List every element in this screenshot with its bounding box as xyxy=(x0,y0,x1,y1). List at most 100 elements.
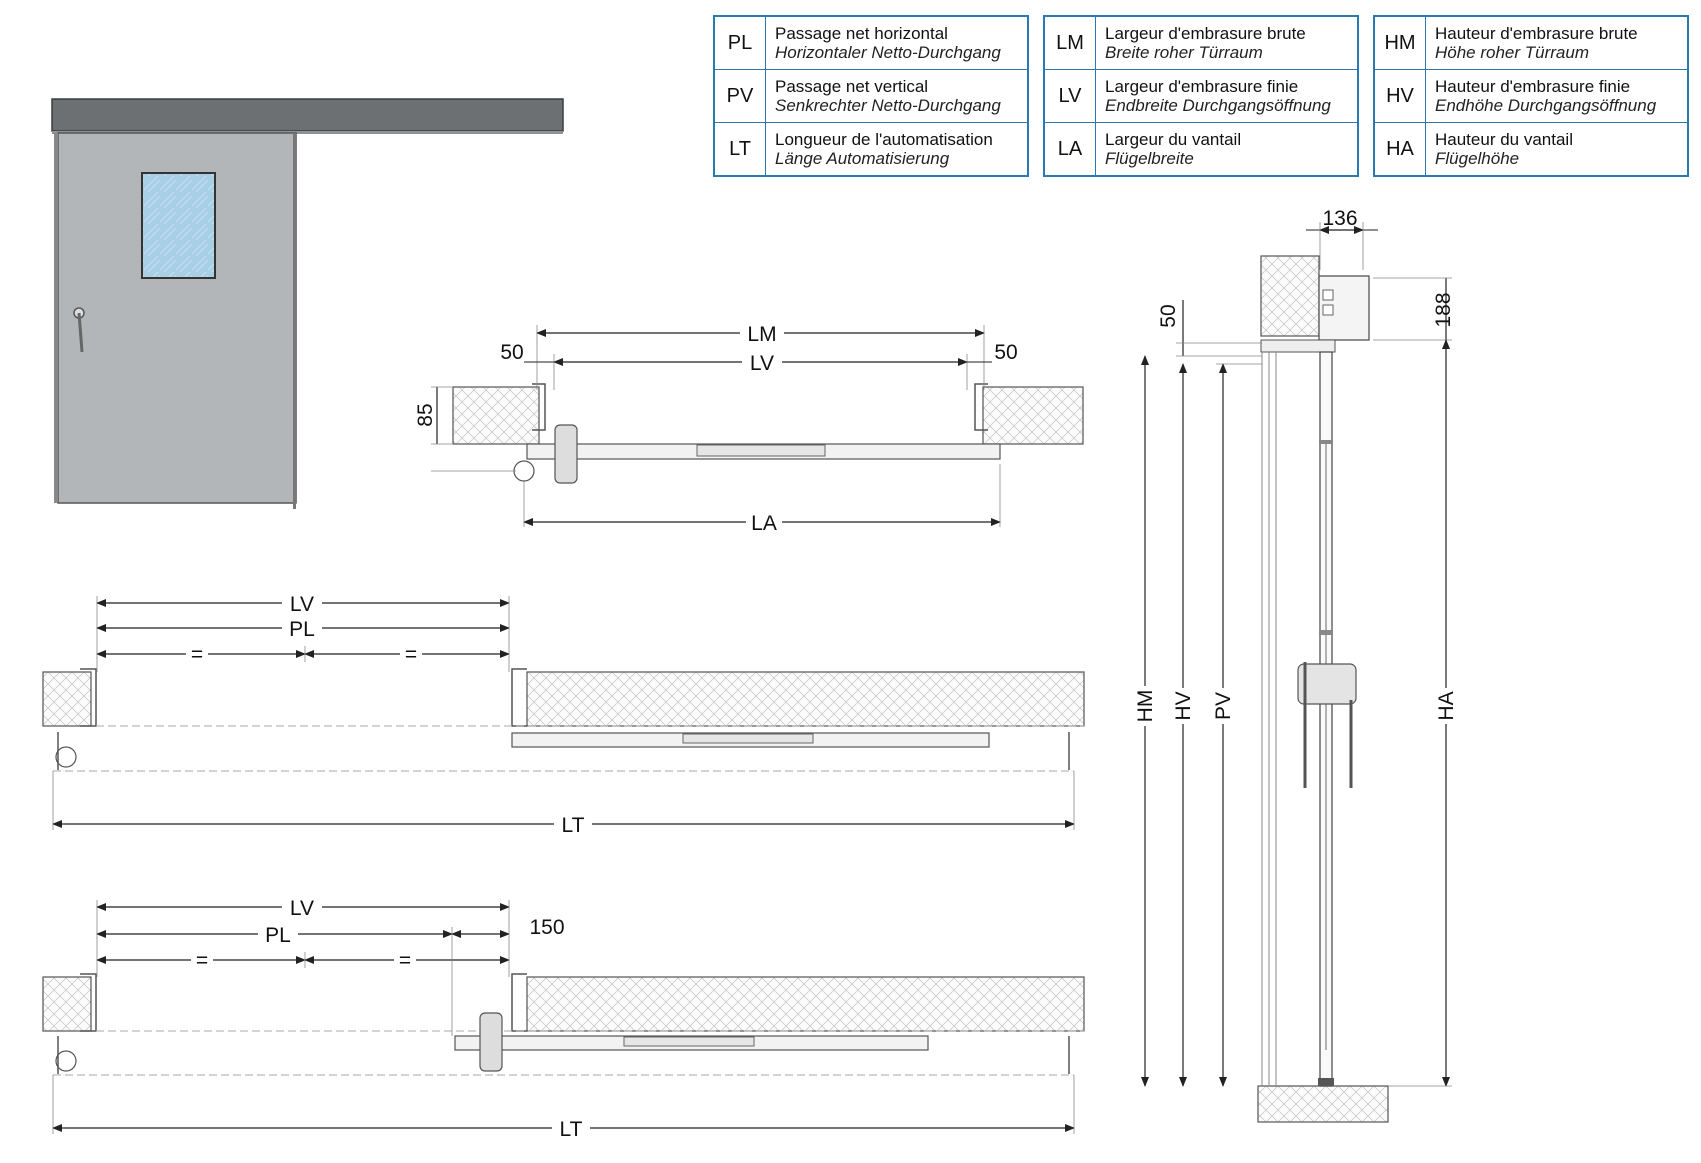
pv-label: PV xyxy=(1212,692,1235,720)
hm-label: HM xyxy=(1134,690,1157,723)
legend-de: Breite roher Türraum xyxy=(1105,43,1263,62)
ha-label: HA xyxy=(1435,691,1458,720)
legend-de: Flügelbreite xyxy=(1105,149,1194,168)
wall-left xyxy=(452,386,540,445)
legend-code: HV xyxy=(1373,69,1426,123)
lv-label: LV xyxy=(750,352,774,375)
track-rail-edge xyxy=(52,131,563,134)
plan-view-middle: LV PL = = LT xyxy=(42,588,1085,839)
gap-left-label: 50 xyxy=(500,341,523,364)
legend-fr: Hauteur du vantail xyxy=(1435,130,1573,149)
wall-right xyxy=(982,386,1084,445)
pl-label: PL xyxy=(289,618,315,641)
height-label: 188 xyxy=(1432,292,1455,327)
gap-right-label: 50 xyxy=(994,341,1017,364)
hv-label: HV xyxy=(1172,691,1195,720)
legend-fr: Largeur du vantail xyxy=(1105,130,1242,149)
legend-code: HA xyxy=(1373,122,1426,177)
roller-wheel xyxy=(55,1050,77,1072)
legend-code: PV xyxy=(713,69,766,123)
frame-left xyxy=(80,668,97,727)
legend-fr: Largeur d'embrasure finie xyxy=(1105,77,1299,96)
plan-view-top: LM LV 50 50 85 LA xyxy=(414,318,1084,537)
handle-set xyxy=(554,424,578,484)
door-window xyxy=(141,172,216,279)
plan-view-bottom: LV PL 150 = = LT xyxy=(42,892,1085,1143)
roller-wheel xyxy=(513,460,535,482)
lintel-wall xyxy=(1260,255,1320,337)
legend-de: Senkrechter Netto-Durchgang xyxy=(775,96,1001,115)
legend-fr: Longueur de l'automatisation xyxy=(775,130,993,149)
lv-label: LV xyxy=(290,897,314,920)
pl-label: PL xyxy=(265,924,291,947)
legend-de: Länge Automatisierung xyxy=(775,149,950,168)
frame-right xyxy=(511,668,527,727)
wall-left xyxy=(42,976,92,1032)
legend-de: Horizontaler Netto-Durchgang xyxy=(775,43,1001,62)
legend-de: Höhe roher Türraum xyxy=(1435,43,1590,62)
handle-set xyxy=(1297,663,1357,705)
legend-fr: Hauteur d'embrasure finie xyxy=(1435,77,1631,96)
legend-fr: Passage net vertical xyxy=(775,77,929,96)
wall-right xyxy=(526,976,1085,1032)
pull-handle xyxy=(682,733,814,744)
equal-right-label: = xyxy=(405,643,417,666)
lt-label: LT xyxy=(560,1118,583,1141)
frame-left xyxy=(532,383,546,431)
legend-code: LT xyxy=(713,122,766,177)
floor-slab xyxy=(1257,1085,1389,1123)
equal-left-label: = xyxy=(191,643,203,666)
offset-label: 150 xyxy=(529,916,564,939)
door-edge-right xyxy=(293,133,296,509)
frame-left xyxy=(80,973,97,1032)
lm-label: LM xyxy=(747,323,776,346)
legend-code: LA xyxy=(1043,122,1096,177)
legend-fr: Hauteur d'embrasure brute xyxy=(1435,24,1638,43)
handle-set xyxy=(479,1012,503,1072)
lintel-trim xyxy=(1260,339,1336,353)
frame-right xyxy=(974,383,988,431)
width-label: 136 xyxy=(1322,207,1357,230)
frame-right xyxy=(511,973,527,1032)
gap-label: 50 xyxy=(1157,304,1180,327)
legend-fr: Largeur d'embrasure brute xyxy=(1105,24,1306,43)
legend-fr: Passage net horizontal xyxy=(775,24,948,43)
la-label: LA xyxy=(751,512,777,535)
equal-left-label: = xyxy=(196,949,208,972)
wall-right xyxy=(526,671,1085,727)
legend-de: Flügelhöhe xyxy=(1435,149,1520,168)
equal-right-label: = xyxy=(399,949,411,972)
legend-de: Endhöhe Durchgangsöffnung xyxy=(1435,96,1657,115)
door-edge xyxy=(54,133,58,503)
legend-code: HM xyxy=(1373,15,1426,70)
pull-handle xyxy=(696,444,826,457)
door-elevation xyxy=(51,98,564,509)
legend-de: Endbreite Durchgangsöffnung xyxy=(1105,96,1331,115)
vertical-section: 136 188 50 HM HV PV HA xyxy=(1131,207,1460,1123)
roller-wheel xyxy=(55,746,77,768)
track-rail xyxy=(51,98,564,132)
door-handle xyxy=(77,312,84,353)
pull-handle xyxy=(623,1036,755,1047)
wall-left xyxy=(42,671,92,727)
